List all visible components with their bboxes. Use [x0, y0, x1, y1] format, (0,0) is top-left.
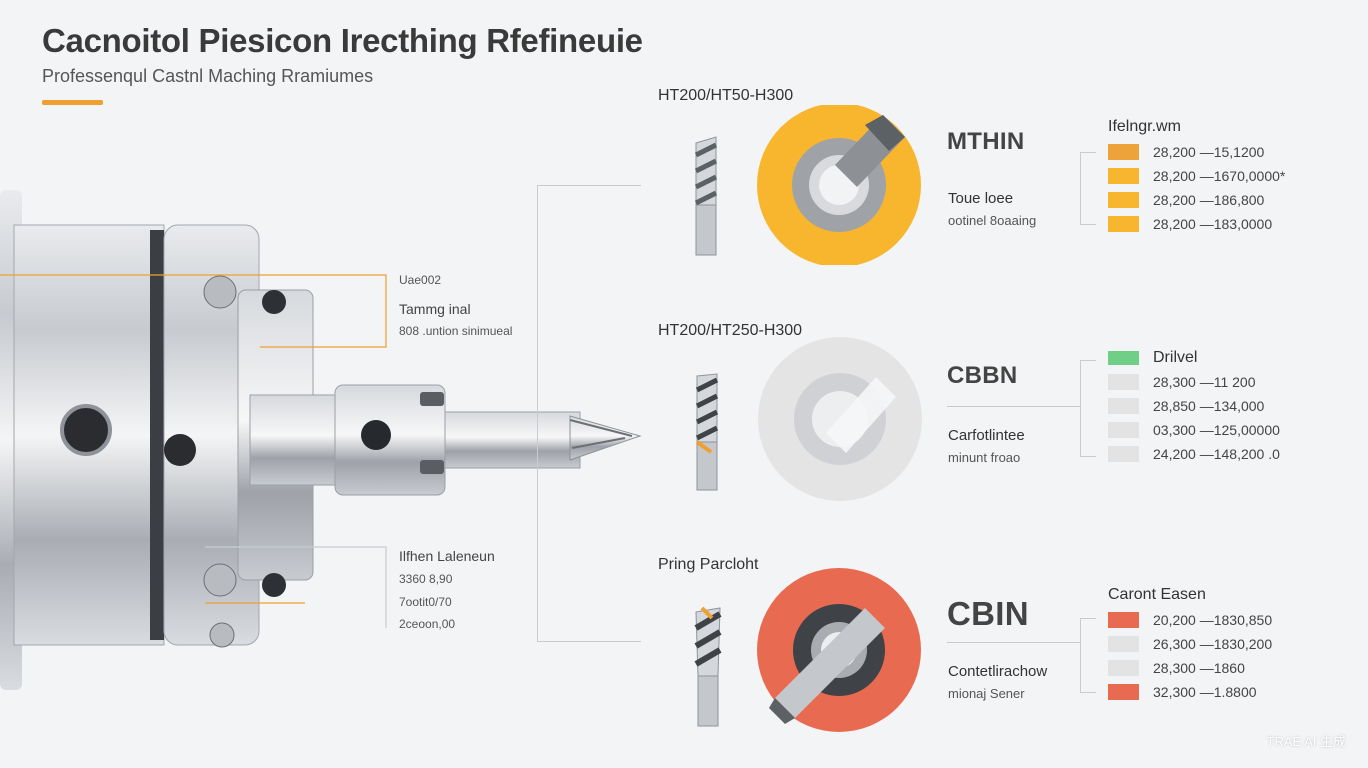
tool-nut-hole [361, 420, 391, 450]
row-2-legend: Drilvel 28,300 —11 200 28,850 —134,000 0… [1108, 346, 1280, 466]
row-1-caption-sub: ootinel 8oaaing [948, 213, 1037, 228]
row-2-caption-sub: minunt froao [948, 450, 1021, 465]
legend-item: 32,300 —1.8800 [1108, 680, 1272, 704]
row-1-material: MTHIN [947, 128, 1025, 155]
legend-item: Drilvel [1108, 346, 1280, 370]
watermark: TRAE AI 生成 [1266, 734, 1346, 749]
callout-bottom-line-3: 7ootit0/70 [399, 595, 452, 609]
row-3-label: Pring Parcloht [658, 556, 759, 573]
row-3-legend: 20,200 —1830,850 26,300 —1830,200 28,300… [1108, 608, 1272, 704]
legend-item: 28,300 —11 200 [1108, 370, 1280, 394]
spindle-illustration [0, 190, 642, 690]
row-2-legend-title: Drilvel [1153, 349, 1198, 366]
spindle-port [60, 404, 112, 456]
legend-item: 28,200 —15,1200 [1108, 140, 1285, 164]
tool-shank-base [249, 394, 341, 486]
row-2-drill-icon [695, 373, 719, 491]
row-3-caption-main: Contetlirachow [948, 663, 1048, 680]
page-title: Cacnoitol Piesicon Irecthing Rfefineuie [42, 22, 643, 59]
row-3-material: CBIN [947, 595, 1029, 632]
connector-top [537, 185, 641, 186]
row-1-insert-ring [757, 105, 921, 265]
row-3-legend-title: Caront Easen [1108, 586, 1206, 603]
row-1-caption-main: Toue loee [948, 190, 1014, 207]
holder-screw-top [203, 275, 237, 309]
callout-brackets [0, 274, 387, 628]
row-1-legend-title: Ifelngr.wm [1108, 118, 1181, 135]
holder-bolt-bottom [262, 573, 286, 597]
legend-item: 28,850 —134,000 [1108, 394, 1280, 418]
spindle-groove [150, 230, 164, 640]
callout-top-line-2: Tammg inal [399, 301, 471, 317]
callout-bottom-line-4: 2ceoon,00 [399, 617, 456, 631]
legend-item: 28,200 —186,800 [1108, 188, 1285, 212]
legend-item: 24,200 —148,200 .0 [1108, 442, 1280, 466]
legend-item: 28,300 —1860 [1108, 656, 1272, 680]
row-2-insert-ring [758, 337, 922, 501]
row-3-insert-ring [757, 568, 921, 732]
holder-bolt-top [262, 290, 286, 314]
connector-bottom [537, 641, 641, 642]
holder-screw-bottom [203, 563, 237, 597]
tool-shank [444, 411, 581, 469]
row-3-drill-icon [694, 606, 722, 727]
legend-item: 03,300 —125,00000 [1108, 418, 1280, 442]
legend-item: 20,200 —1830,850 [1108, 608, 1272, 632]
callout-bottom-line-1: Ilfhen Laleneun [399, 548, 495, 564]
row-1-drill-icon [694, 136, 718, 256]
page-subtitle: Professenqul Castnl Maching Rramiumes [42, 66, 374, 86]
row-2-label: HT200/HT250-H300 [658, 322, 803, 339]
callout-top-line-1: Uae002 [399, 273, 442, 287]
collar-screw [209, 622, 235, 648]
row-2-material: CBBN [947, 362, 1018, 389]
legend-item: 28,200 —183,0000 [1108, 212, 1285, 236]
callout-bottom-line-2: 3360 8,90 [399, 572, 453, 586]
connector-vertical [537, 185, 538, 641]
row-1-legend: 28,200 —15,1200 28,200 —1670,0000* 28,20… [1108, 140, 1285, 236]
callout-top-line-3: 808 .untion sinimueal [399, 324, 513, 338]
tool-tip [569, 415, 642, 461]
legend-item: 28,200 —1670,0000* [1108, 164, 1285, 188]
legend-item: 26,300 —1830,200 [1108, 632, 1272, 656]
row-2-caption-main: Carfotlintee [948, 427, 1025, 444]
row-1-label: HT200/HT50-H300 [658, 87, 794, 104]
title-accent-bar [42, 100, 103, 105]
spindle-bolt [164, 434, 196, 466]
row-3-caption-sub: mionaj Sener [948, 686, 1025, 701]
